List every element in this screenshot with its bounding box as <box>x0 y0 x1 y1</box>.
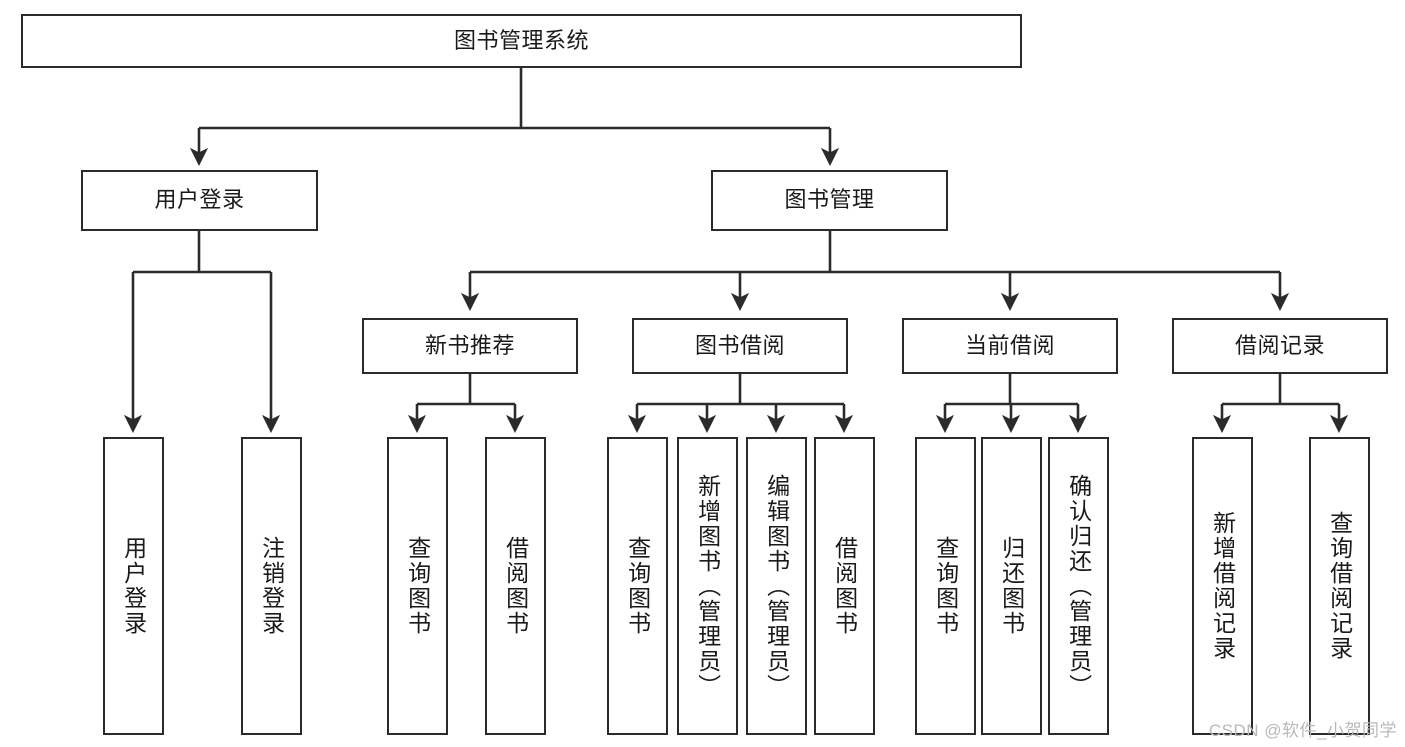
node-label: 借阅记录 <box>1234 332 1325 358</box>
node-label: 当前借阅 <box>964 332 1055 358</box>
node-current-borrow[interactable]: 当前借阅 <box>902 318 1118 374</box>
node-label: 查询图书 <box>932 536 959 636</box>
node-user-login[interactable]: 用户登录 <box>81 170 318 231</box>
node-label: 新增图书（管理员） <box>694 473 721 699</box>
node-label: 新增借阅记录 <box>1209 511 1236 661</box>
node-leaf-logout-login[interactable]: 注销登录 <box>241 437 302 735</box>
node-label: 用户登录 <box>120 536 147 636</box>
node-book-borrow[interactable]: 图书借阅 <box>632 318 848 374</box>
node-leaf-query-book-3[interactable]: 查询图书 <box>915 437 976 735</box>
node-label: 查询图书 <box>624 536 651 636</box>
node-label: 查询图书 <box>404 536 431 636</box>
node-label: 用户登录 <box>154 187 245 213</box>
node-leaf-edit-book[interactable]: 编辑图书（管理员） <box>746 437 807 735</box>
node-label: 图书管理 <box>784 187 875 213</box>
node-leaf-borrow-book-1[interactable]: 借阅图书 <box>485 437 546 735</box>
node-label: 图书借阅 <box>694 332 785 358</box>
node-book-management[interactable]: 图书管理 <box>711 170 948 231</box>
node-label: 图书管理系统 <box>453 27 589 53</box>
node-new-book-recommend[interactable]: 新书推荐 <box>362 318 578 374</box>
node-leaf-query-record[interactable]: 查询借阅记录 <box>1309 437 1370 735</box>
node-leaf-query-book-2[interactable]: 查询图书 <box>607 437 668 735</box>
node-leaf-add-book[interactable]: 新增图书（管理员） <box>677 437 738 735</box>
node-label: 编辑图书（管理员） <box>763 473 790 699</box>
node-label: 借阅图书 <box>831 536 858 636</box>
node-label: 确认归还（管理员） <box>1065 473 1092 699</box>
node-leaf-query-book-1[interactable]: 查询图书 <box>387 437 448 735</box>
node-leaf-return-book[interactable]: 归还图书 <box>981 437 1042 735</box>
node-label: 借阅图书 <box>502 536 529 636</box>
node-label: 注销登录 <box>258 536 285 636</box>
node-leaf-confirm-return[interactable]: 确认归还（管理员） <box>1048 437 1109 735</box>
node-leaf-user-login[interactable]: 用户登录 <box>103 437 164 735</box>
node-root-book-management-system[interactable]: 图书管理系统 <box>21 14 1022 68</box>
node-label: 查询借阅记录 <box>1326 511 1353 661</box>
node-borrow-record[interactable]: 借阅记录 <box>1172 318 1388 374</box>
node-leaf-borrow-book-2[interactable]: 借阅图书 <box>814 437 875 735</box>
node-label: 归还图书 <box>998 536 1025 636</box>
node-label: 新书推荐 <box>424 332 515 358</box>
node-leaf-add-record[interactable]: 新增借阅记录 <box>1192 437 1253 735</box>
